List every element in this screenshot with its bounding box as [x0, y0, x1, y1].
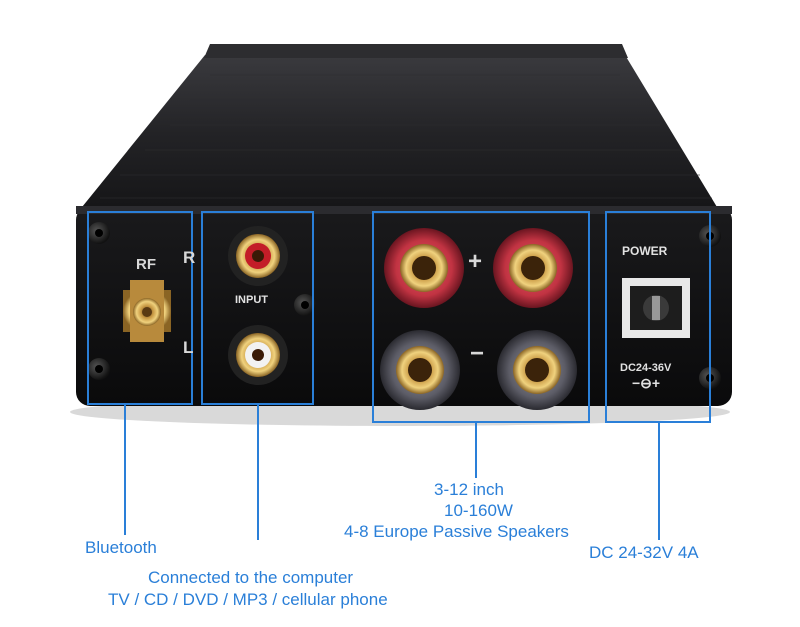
- speaker-terminal-positive-right: [493, 228, 573, 308]
- right-channel-label: R: [183, 248, 196, 267]
- speaker-annotation-line2: 10-160W: [444, 501, 513, 520]
- chassis-top: [78, 55, 720, 212]
- left-channel-label: L: [183, 338, 194, 357]
- computer-annotation-line2: TV / CD / DVD / MP3 / cellular phone: [108, 590, 388, 609]
- rf-highlight-box: [87, 211, 193, 405]
- polarity-icon: −⊖+: [632, 375, 661, 391]
- rf-label: RF: [136, 256, 156, 273]
- speaker-annotation-line3: 4-8 Europe Passive Speakers: [344, 522, 569, 541]
- negative-label: −: [470, 340, 485, 367]
- power-spec-annotation: DC 24-32V 4A: [589, 543, 699, 562]
- speaker-highlight-box: [372, 211, 590, 423]
- input-label: INPUT: [235, 294, 268, 306]
- dc-voltage-label: DC24-36V: [620, 362, 672, 374]
- chassis-brushing: [100, 74, 712, 199]
- chassis-rim: [204, 44, 628, 58]
- speaker-terminal-negative-left: [380, 330, 460, 410]
- power-label: POWER: [622, 244, 668, 258]
- bluetooth-annotation: Bluetooth: [85, 538, 157, 557]
- rca-jack-right: [228, 226, 288, 286]
- dc-power-jack: [622, 278, 690, 338]
- rf-antenna-connector: [123, 280, 171, 342]
- speaker-terminal-negative-right: [497, 330, 577, 410]
- speaker-annotation-line1: 3-12 inch: [434, 480, 504, 499]
- positive-label: +: [468, 248, 483, 275]
- computer-annotation-line1: Connected to the computer: [148, 568, 354, 587]
- panel-edge: [76, 206, 732, 214]
- speaker-terminal-positive-left: [384, 228, 464, 308]
- rca-jack-left: [228, 325, 288, 385]
